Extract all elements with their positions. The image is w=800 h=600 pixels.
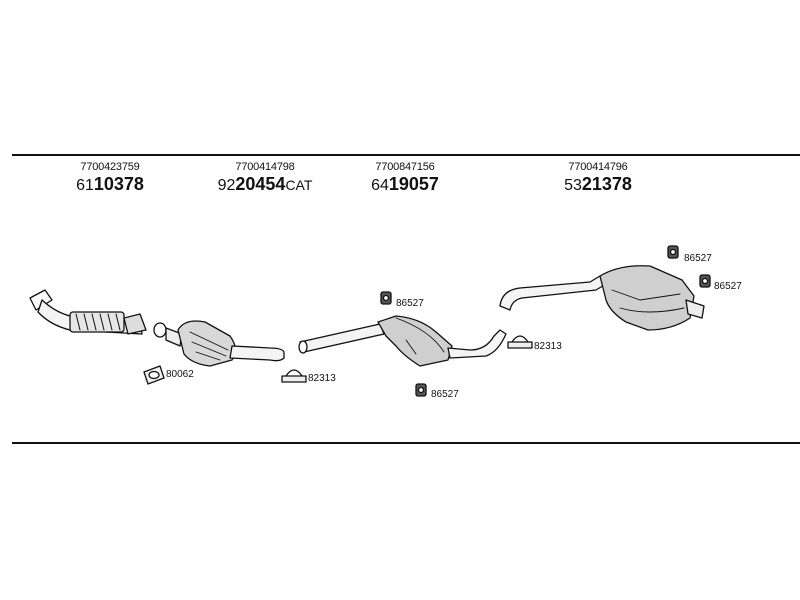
catalytic-converter-drawing — [153, 320, 285, 367]
oem-number: 7700414798 — [235, 161, 295, 173]
hanger-rear-2-label: 86527 — [714, 281, 742, 292]
header-middle-silencer: 7700847156 6419057 — [355, 160, 455, 196]
hanger-icon-rear-2 — [699, 274, 711, 288]
header-rear-silencer: 7700414796 5321378 — [548, 160, 648, 196]
clamp-2-drawing — [507, 335, 533, 349]
hanger-icon-mid-top — [380, 291, 392, 305]
rear-silencer-drawing — [499, 265, 705, 331]
header-front-pipe: 7700423759 6110378 — [60, 160, 160, 196]
part-code: 9220454CAT — [217, 174, 313, 194]
gasket-label: 80062 — [166, 369, 194, 380]
clamp-1-label: 82313 — [308, 373, 336, 384]
hanger-mid-top-label: 86527 — [396, 298, 424, 309]
bottom-divider — [12, 442, 800, 444]
front-pipe-drawing — [29, 289, 147, 335]
hanger-icon-mid-bottom — [415, 383, 427, 397]
oem-number: 7700847156 — [375, 161, 435, 173]
middle-silencer-drawing — [298, 315, 507, 367]
hanger-mid-bottom-label: 86527 — [431, 389, 459, 400]
part-code: 5321378 — [564, 174, 632, 194]
oem-number: 7700414796 — [568, 161, 628, 173]
clamp-2-label: 82313 — [534, 341, 562, 352]
hanger-icon-rear-1 — [667, 245, 679, 259]
oem-number: 7700423759 — [80, 161, 140, 173]
part-code: 6419057 — [371, 174, 439, 194]
part-code: 6110378 — [76, 174, 144, 194]
hanger-rear-1-label: 86527 — [684, 253, 712, 264]
clamp-1-drawing — [281, 369, 307, 383]
header-catalytic-converter: 7700414798 9220454CAT — [205, 160, 325, 196]
gasket-drawing — [143, 365, 165, 385]
top-divider — [12, 154, 800, 156]
